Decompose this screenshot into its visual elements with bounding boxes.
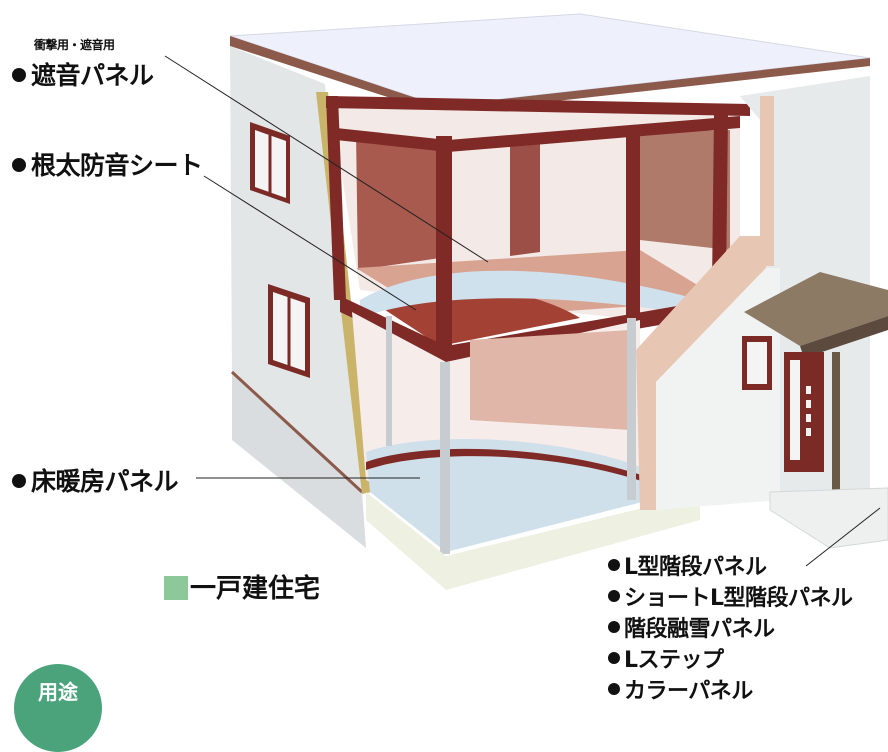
bullet-icon	[12, 68, 26, 82]
interior-shade-right	[510, 140, 540, 256]
window-lower	[268, 284, 310, 378]
soundproof-panel-text: 遮音パネル	[31, 61, 154, 90]
roof-edge-front	[230, 36, 440, 114]
floor-heating-text: 床暖房パネル	[31, 467, 179, 496]
house-cutaway-illustration	[164, 13, 888, 590]
list-item-text: L型階段パネル	[624, 555, 767, 580]
interior-shade-left	[356, 132, 440, 270]
joist-sheet-label: 根太防音シート	[12, 146, 203, 182]
bullet-icon	[608, 559, 620, 571]
usage-badge: 用途	[14, 664, 102, 752]
window-upper	[250, 122, 290, 204]
soundproof-panel-label: 遮音パネル	[12, 56, 154, 92]
bullet-icon	[12, 158, 26, 172]
category-heading: 一戸建住宅	[164, 568, 320, 605]
foundation	[366, 492, 700, 590]
column-back	[627, 318, 636, 500]
entrance-step	[769, 487, 888, 549]
floor-heating-panel	[366, 439, 650, 552]
list-item: L型階段パネル	[608, 552, 853, 583]
green-square-icon	[164, 576, 188, 600]
list-item: カラーパネル	[608, 676, 853, 707]
list-item-text: 階段融雪パネル	[624, 617, 775, 642]
stair-product-list: L型階段パネル ショートL型階段パネル 階段融雪パネル Lステップ カラーパネル	[608, 552, 853, 707]
bullet-icon	[608, 621, 620, 633]
list-item: 階段融雪パネル	[608, 614, 853, 645]
floor-heating-label: 床暖房パネル	[12, 462, 179, 498]
joist-sheet-text: 根太防音シート	[31, 151, 203, 180]
left-wall-lower	[232, 372, 366, 548]
entrance-canopy	[744, 272, 888, 346]
impact-sound-sublabel: 衝撃用・遮音用	[34, 38, 115, 52]
bullet-icon	[608, 683, 620, 695]
stair-diagonal	[636, 236, 766, 510]
bullet-icon	[608, 652, 620, 664]
list-item: Lステップ	[608, 645, 853, 676]
usage-badge-text: 用途	[38, 680, 78, 704]
category-text: 一戸建住宅	[190, 574, 321, 604]
column-front	[440, 362, 450, 554]
list-item: ショートL型階段パネル	[608, 583, 853, 614]
roof-edge-right	[440, 58, 870, 114]
interior-shade-right2	[640, 130, 730, 250]
list-item-text: ショートL型階段パネル	[624, 586, 853, 611]
list-item-text: カラーパネル	[624, 679, 753, 704]
lower-interior-shade	[470, 330, 630, 430]
leader-lines	[164, 55, 881, 567]
list-item-text: Lステップ	[624, 648, 724, 673]
bullet-icon	[12, 474, 26, 488]
bullet-icon	[608, 590, 620, 602]
